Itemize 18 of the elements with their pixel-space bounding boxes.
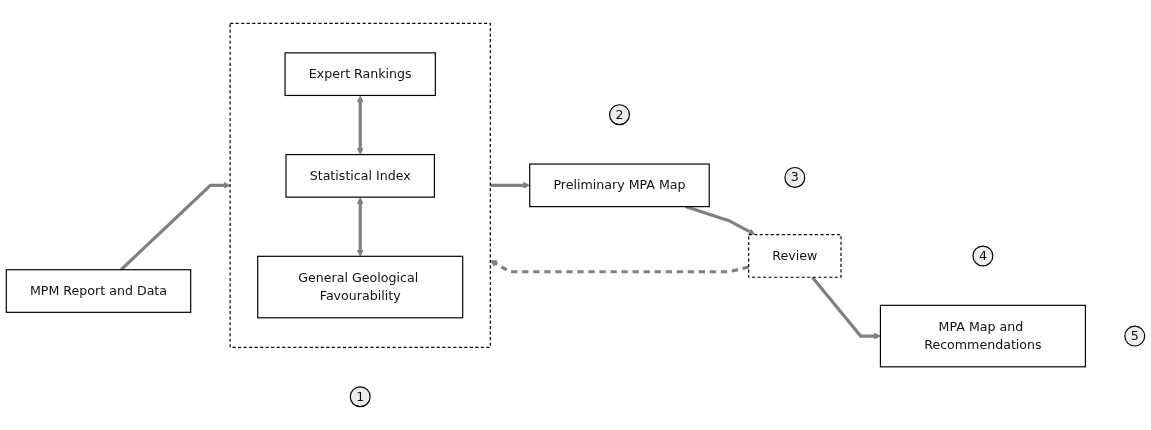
node-circle: 4: [972, 245, 994, 267]
node-circle: 2: [608, 104, 630, 126]
node-box: Statistical Index: [285, 154, 435, 198]
node-circle: 3: [784, 166, 806, 188]
cluster: [229, 22, 491, 348]
arrow: [356, 197, 364, 257]
node-box: Preliminary MPA Map: [529, 163, 710, 208]
arrow: [811, 276, 881, 340]
node-box: Expert Rankings: [284, 52, 436, 97]
node-box: MPA Map and Recommendations: [879, 304, 1086, 368]
arrow: [119, 181, 231, 271]
arrow: [356, 95, 364, 155]
node-box: Review: [748, 234, 842, 278]
node-circle: 5: [1124, 325, 1146, 347]
node-box: MPM Report and Data: [5, 269, 192, 313]
arrow: [685, 205, 756, 235]
node-box: General Geological Favourability: [257, 255, 464, 319]
node-circle: 1: [349, 386, 371, 408]
